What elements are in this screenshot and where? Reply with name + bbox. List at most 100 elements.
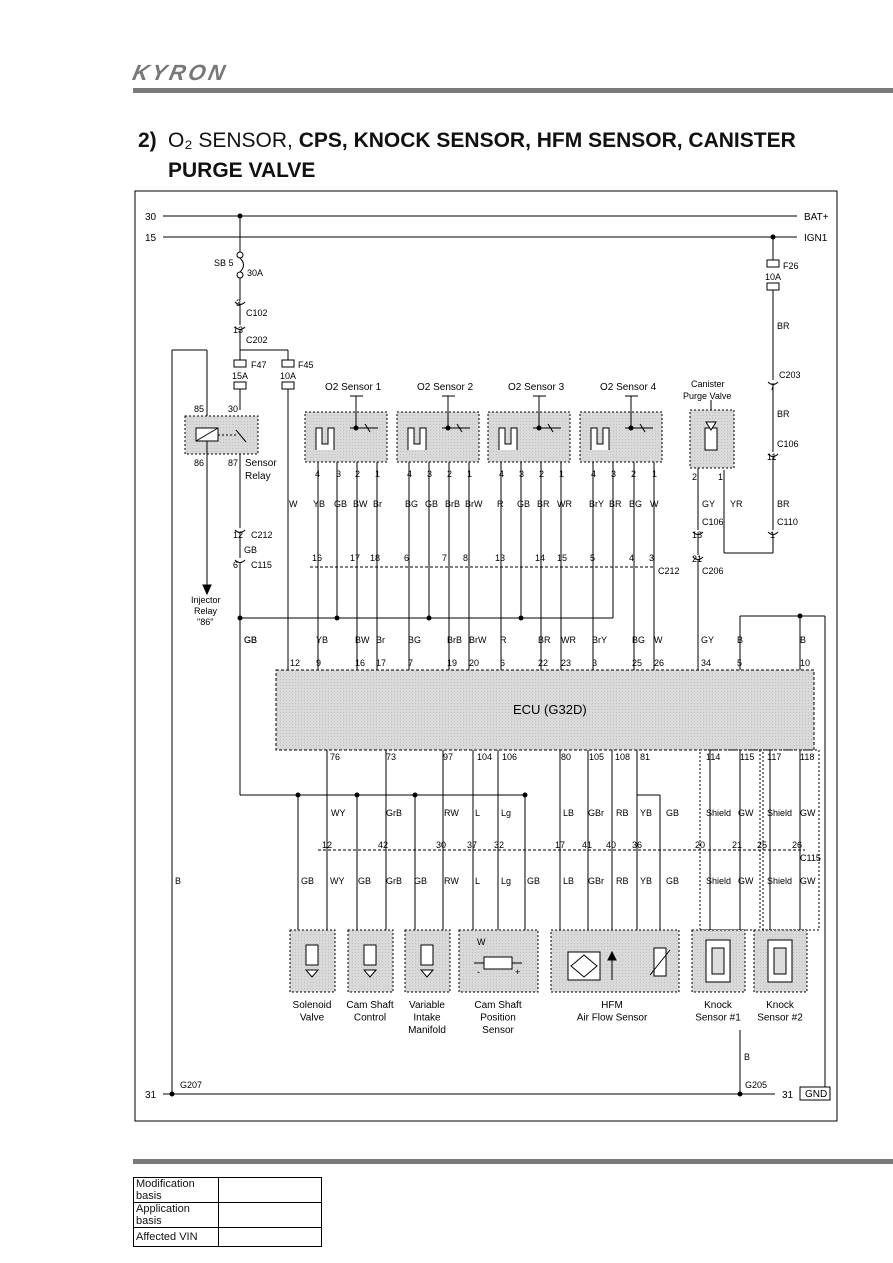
ecu-label: ECU (G32D) — [513, 702, 587, 717]
canister-pin2: 2 — [692, 472, 697, 482]
component-label: Variable — [409, 1000, 445, 1011]
ecu-top-pin: 25 — [632, 658, 642, 668]
relay-pin86: 86 — [194, 458, 204, 468]
title-o2: O₂ — [168, 129, 193, 152]
o2-pin: 4 — [499, 469, 504, 479]
ecu-top-wire: BrW — [469, 635, 487, 645]
c212-pin: 13 — [495, 553, 505, 563]
wire-color: GB — [301, 876, 314, 886]
ecu-top-pin: 5 — [737, 658, 742, 668]
fuse-f45: F45 — [298, 360, 314, 370]
ecu-box — [275, 669, 815, 751]
ecu-top-wire: B — [800, 635, 806, 645]
ecu-top-wire: BR — [538, 635, 551, 645]
c203-pin: 7 — [770, 382, 775, 392]
wire-color: GW — [800, 808, 816, 818]
fuse-f26: F26 — [783, 261, 799, 271]
o2-wire-color: BrW — [465, 499, 483, 509]
ecu-top-pin: 9 — [316, 658, 321, 668]
c106-label: C106 — [777, 439, 799, 449]
c106b-pin: 18 — [692, 530, 702, 540]
ecu-top-wire: B — [737, 635, 743, 645]
wire-color: RB — [616, 876, 629, 886]
o2-sensor-4 — [579, 395, 663, 463]
wire-color: GB — [527, 876, 540, 886]
wire-color: RB — [616, 808, 629, 818]
wire-color: GrB — [386, 876, 402, 886]
ecu-bottom-pin: 80 — [561, 752, 571, 762]
wire-color: L — [475, 876, 480, 886]
wire-br-3: BR — [777, 499, 790, 509]
o2-pin: 3 — [336, 469, 341, 479]
c115-pin: 41 — [582, 840, 592, 850]
wire-color: GB — [666, 876, 679, 886]
table-row: Application basis — [133, 1202, 322, 1228]
fuse-f47-rating: 15A — [232, 371, 248, 381]
o2-wire-color: BrY — [589, 499, 604, 509]
c115-pin: 25 — [757, 840, 767, 850]
wire-color: Shield — [706, 876, 731, 886]
o2-pin: 4 — [315, 469, 320, 479]
c115-pin: 20 — [695, 840, 705, 850]
variable-intake-manifold — [404, 929, 451, 993]
o2-pin: 1 — [467, 469, 472, 479]
wire-color: LB — [563, 876, 574, 886]
c212-pin: 12 — [233, 530, 243, 540]
ecu-top-pin: 17 — [376, 658, 386, 668]
c212-pin: 17 — [350, 553, 360, 563]
wire-color: L — [475, 808, 480, 818]
component-label: Sensor #1 — [695, 1013, 741, 1024]
diagram-frame — [134, 190, 838, 1122]
c115-pin: 36 — [632, 840, 642, 850]
canister-pin1: 1 — [718, 472, 723, 482]
ecu-top-pin: 7 — [408, 658, 413, 668]
c115-pin: 6 — [233, 560, 238, 570]
c106b-label: C106 — [702, 517, 724, 527]
ecu-top-wire: WR — [561, 635, 576, 645]
o2-wire-color: Br — [373, 499, 382, 509]
vin-value — [218, 1227, 322, 1247]
wire-color: GW — [738, 876, 754, 886]
o2-sensor-2-label: O2 Sensor 2 — [417, 382, 474, 393]
o2-wire-color: BG — [405, 499, 418, 509]
component-label: Cam Shaft — [474, 1000, 521, 1011]
o2-wire-color: GB — [334, 499, 347, 509]
wire-color: GrB — [386, 808, 402, 818]
relay-name2: Relay — [245, 471, 271, 482]
c206-pin: 21 — [692, 554, 702, 564]
o2-pin: 4 — [591, 469, 596, 479]
relay-pin87: 87 — [228, 458, 238, 468]
fuse-sb5: SB 5 — [214, 258, 234, 268]
rail-ign-left: 15 — [145, 233, 157, 244]
ecu-top-pin: 23 — [561, 658, 571, 668]
ecu-top-wire: YB — [316, 635, 328, 645]
title-rest: CPS, KNOCK SENSOR, HFM SENSOR, CANISTER — [298, 129, 796, 152]
app-basis-value — [218, 1202, 322, 1228]
ecu-bottom-pin: 105 — [589, 752, 604, 762]
o2-wire-color: BrB — [445, 499, 460, 509]
ecu-top-wire: BrY — [592, 635, 607, 645]
ecu-top-wire: BrB — [447, 635, 462, 645]
component-label: Intake — [413, 1013, 441, 1024]
component-label: Manifold — [408, 1025, 446, 1036]
o2-wire-color: WR — [557, 499, 572, 509]
ecu-top-pin: 16 — [355, 658, 365, 668]
wire-color: YB — [640, 876, 652, 886]
fuse-f45-rating: 10A — [280, 371, 296, 381]
ecu-top-wire: GB — [244, 635, 257, 645]
c212-pin: 14 — [535, 553, 545, 563]
rail-gnd-right: 31 — [782, 1090, 794, 1101]
o2-pin: 1 — [559, 469, 564, 479]
o2-wire-color: W — [650, 499, 659, 509]
o2-sensor-3-label: O2 Sensor 3 — [508, 382, 565, 393]
o2-sensor-3 — [487, 395, 571, 463]
wire-br-2: BR — [777, 409, 790, 419]
fuse-f26-rating: 10A — [765, 272, 781, 282]
wire-color: GBr — [588, 808, 604, 818]
o2-wire-color: GB — [425, 499, 438, 509]
component-label: Air Flow Sensor — [577, 1013, 648, 1024]
wire-color: GB — [358, 876, 371, 886]
fuse-f47: F47 — [251, 360, 267, 370]
c202-label: C202 — [246, 335, 268, 345]
